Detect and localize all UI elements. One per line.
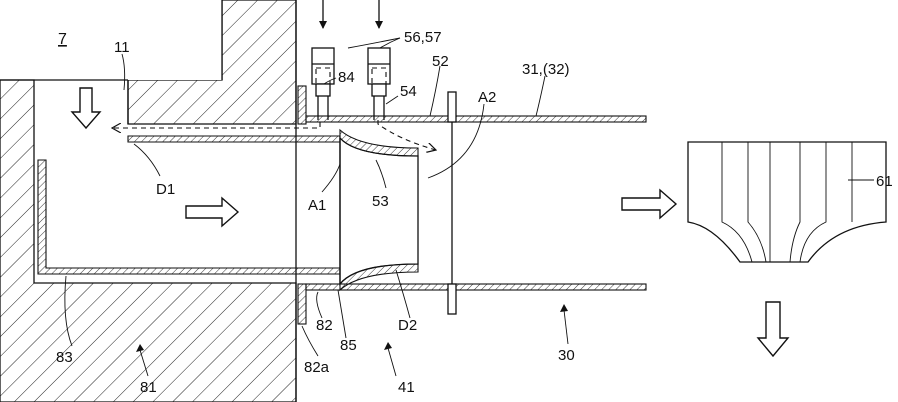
lip-53 — [339, 128, 419, 157]
label-84: 84 — [338, 69, 355, 86]
label-41: 41 — [398, 379, 415, 396]
label-30: 30 — [558, 347, 575, 364]
label-d2: D2 — [398, 317, 417, 334]
label-82: 82 — [316, 317, 333, 334]
duct-top-wall — [305, 115, 647, 123]
label-54: 54 — [400, 83, 417, 100]
wall-block-7 — [0, 0, 222, 80]
label-a2: A2 — [478, 89, 496, 106]
label-52: 52 — [432, 53, 449, 70]
label-56-57: 56,57 — [404, 29, 442, 46]
flow-arrow-right-mid — [621, 188, 678, 220]
label-61: 61 — [876, 173, 893, 190]
component-61 — [687, 141, 887, 263]
plate-d1 — [127, 135, 341, 143]
pipe-84 — [311, 47, 335, 85]
label-81: 81 — [140, 379, 157, 396]
flow-arrow-down-left — [70, 87, 102, 130]
label-31-32: 31,(32) — [522, 61, 570, 78]
lip-d2 — [339, 263, 419, 292]
duct-bottom-wall — [305, 283, 647, 291]
pipe-54 — [367, 47, 391, 85]
label-82a: 82a — [304, 359, 330, 376]
label-53: 53 — [372, 193, 389, 210]
label-d1: D1 — [156, 181, 175, 198]
nozzle-body — [339, 136, 419, 286]
label-85: 85 — [340, 337, 357, 354]
label-a1: A1 — [308, 197, 326, 214]
flow-arrow-down-right — [756, 301, 790, 358]
flange-82a — [297, 283, 307, 325]
flow-arrow-right-left — [185, 196, 240, 228]
label-11: 11 — [114, 39, 130, 56]
label-7: 7 — [58, 31, 67, 48]
label-83: 83 — [56, 349, 73, 366]
